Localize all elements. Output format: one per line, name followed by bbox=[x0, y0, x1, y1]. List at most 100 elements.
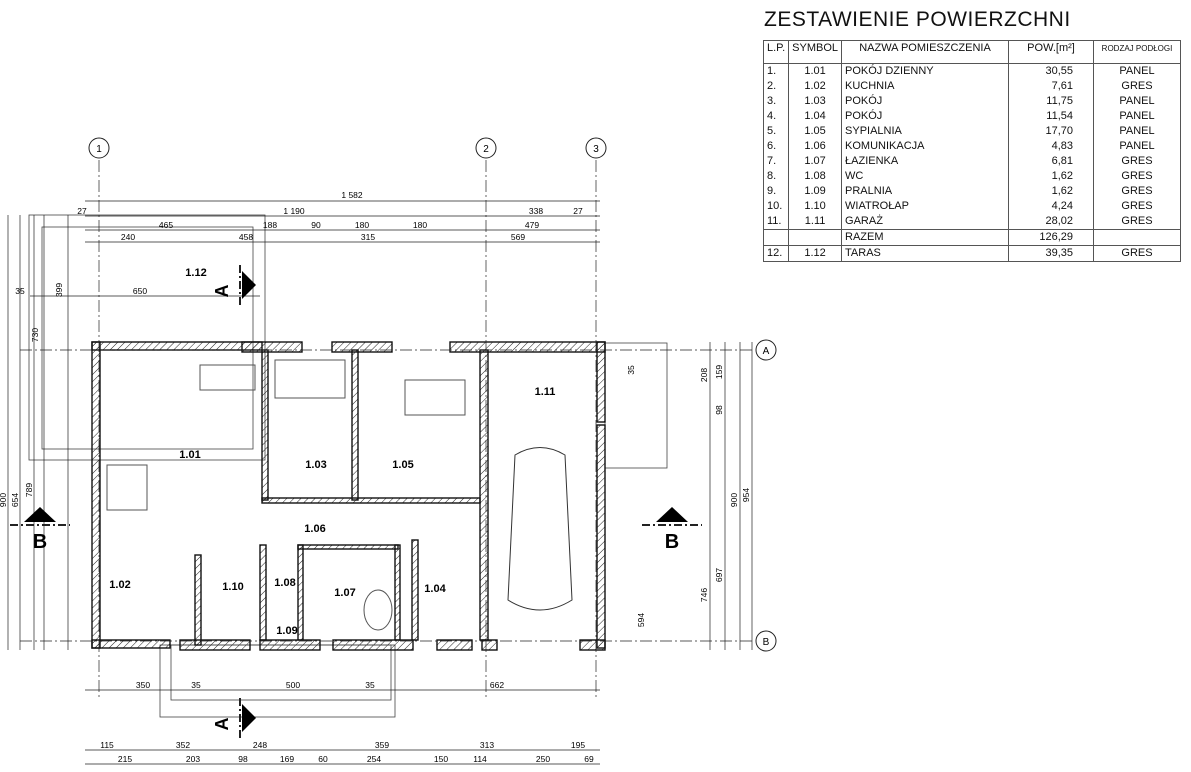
dimension-label: 250 bbox=[536, 754, 550, 764]
cell-floor: PANEL bbox=[1093, 63, 1182, 79]
wall bbox=[596, 341, 606, 423]
axis-label: A bbox=[763, 346, 770, 357]
col-symbol: SYMBOL bbox=[788, 40, 843, 64]
dimension-label: 159 bbox=[714, 365, 724, 379]
col-area: POW.[m²] bbox=[1008, 40, 1095, 64]
room-number: 1.02 bbox=[109, 579, 130, 591]
dimension-label: 697 bbox=[714, 568, 724, 582]
dimension-label: 27 bbox=[573, 206, 583, 216]
bed bbox=[404, 379, 466, 416]
cell-floor: GRES bbox=[1093, 184, 1182, 199]
axis-bubble bbox=[755, 630, 777, 652]
dimension-label: 359 bbox=[375, 740, 389, 750]
dimension-label: 313 bbox=[480, 740, 494, 750]
cell-symbol: 1.12 bbox=[788, 245, 843, 262]
cell-lp: 9. bbox=[762, 184, 790, 199]
dimension-label: 98 bbox=[238, 754, 248, 764]
section-arrow-icon bbox=[242, 704, 256, 732]
dimension-label: 730 bbox=[30, 328, 40, 342]
dining-table bbox=[106, 464, 148, 511]
dimension-label: 248 bbox=[253, 740, 267, 750]
cell-lp: 11. bbox=[762, 214, 790, 230]
wall bbox=[241, 341, 303, 353]
cell-area: 39,35 bbox=[1008, 245, 1095, 262]
dimension-label: 150 bbox=[434, 754, 448, 764]
axis-bubble bbox=[88, 137, 110, 159]
cell-floor: PANEL bbox=[1093, 139, 1182, 154]
dimension-label: 98 bbox=[714, 405, 724, 415]
wall bbox=[179, 639, 251, 651]
dimension-label: 954 bbox=[741, 488, 751, 502]
cell-symbol: 1.05 bbox=[788, 124, 843, 139]
dimension-label: 900 bbox=[729, 493, 739, 507]
axis-bubble bbox=[755, 339, 777, 361]
bathtub bbox=[363, 589, 393, 631]
dimension-label: 254 bbox=[367, 754, 381, 764]
cell-area: 28,02 bbox=[1008, 214, 1095, 230]
room-number: 1.07 bbox=[334, 587, 355, 599]
cell-name: SYPIALNIA bbox=[841, 124, 1010, 139]
dimension-label: 90 bbox=[311, 220, 321, 230]
axis-label: 3 bbox=[593, 144, 599, 155]
cell-name: WIATROŁAP bbox=[841, 199, 1010, 214]
axis-label: 2 bbox=[483, 144, 489, 155]
dimension-label: 69 bbox=[584, 754, 594, 764]
wall bbox=[259, 639, 321, 651]
cell-area: 11,54 bbox=[1008, 109, 1095, 124]
dimension-label: 188 bbox=[263, 220, 277, 230]
dimension-label: 654 bbox=[10, 493, 20, 507]
dimension-label: 27 bbox=[77, 206, 87, 216]
cell-area: 4,24 bbox=[1008, 199, 1095, 214]
table-header: L.P. SYMBOL NAZWA POMIESZCZENIA POW.[m²]… bbox=[762, 40, 1182, 64]
dimension-label: 180 bbox=[355, 220, 369, 230]
cell-lp: 2. bbox=[762, 79, 790, 94]
wall bbox=[259, 544, 267, 641]
dimension-label: 195 bbox=[571, 740, 585, 750]
area-schedule-table: L.P. SYMBOL NAZWA POMIESZCZENIA POW.[m²]… bbox=[762, 40, 1182, 262]
cell-area: 1,62 bbox=[1008, 169, 1095, 184]
room-number: 1.05 bbox=[392, 459, 413, 471]
wall bbox=[261, 349, 269, 501]
dimension-label: 203 bbox=[186, 754, 200, 764]
dimension-label: 900 bbox=[0, 493, 8, 507]
axis-label: B bbox=[763, 637, 770, 648]
cell-name: KOMUNIKACJA bbox=[841, 139, 1010, 154]
cell-name: KUCHNIA bbox=[841, 79, 1010, 94]
dimension-label: 60 bbox=[318, 754, 328, 764]
wall bbox=[261, 497, 481, 504]
dimension-label: 350 bbox=[136, 680, 150, 690]
cell-floor: GRES bbox=[1093, 199, 1182, 214]
cell-floor: PANEL bbox=[1093, 109, 1182, 124]
cell-symbol: 1.07 bbox=[788, 154, 843, 169]
cell-lp: 12. bbox=[762, 245, 790, 262]
wall bbox=[91, 341, 263, 351]
dimension-label: 399 bbox=[54, 283, 64, 297]
wall bbox=[411, 539, 419, 641]
dimension-label: 662 bbox=[490, 680, 504, 690]
cell-area: 11,75 bbox=[1008, 94, 1095, 109]
dimension-label: 215 bbox=[118, 754, 132, 764]
dimension-label: 169 bbox=[280, 754, 294, 764]
dimension-label: 458 bbox=[239, 232, 253, 242]
wall bbox=[479, 349, 489, 641]
terrace-outline bbox=[41, 226, 254, 450]
cell-symbol: 1.10 bbox=[788, 199, 843, 214]
axis-bubble bbox=[585, 137, 607, 159]
dimension-label: 479 bbox=[525, 220, 539, 230]
cell-lp: 5. bbox=[762, 124, 790, 139]
section-label: B bbox=[33, 531, 47, 553]
wall bbox=[331, 341, 393, 353]
cell-symbol: 1.04 bbox=[788, 109, 843, 124]
section-label: A bbox=[212, 285, 232, 298]
wall bbox=[579, 639, 606, 651]
wall bbox=[481, 639, 498, 651]
room-number: 1.04 bbox=[424, 583, 446, 595]
cell-symbol: 1.11 bbox=[788, 214, 843, 230]
